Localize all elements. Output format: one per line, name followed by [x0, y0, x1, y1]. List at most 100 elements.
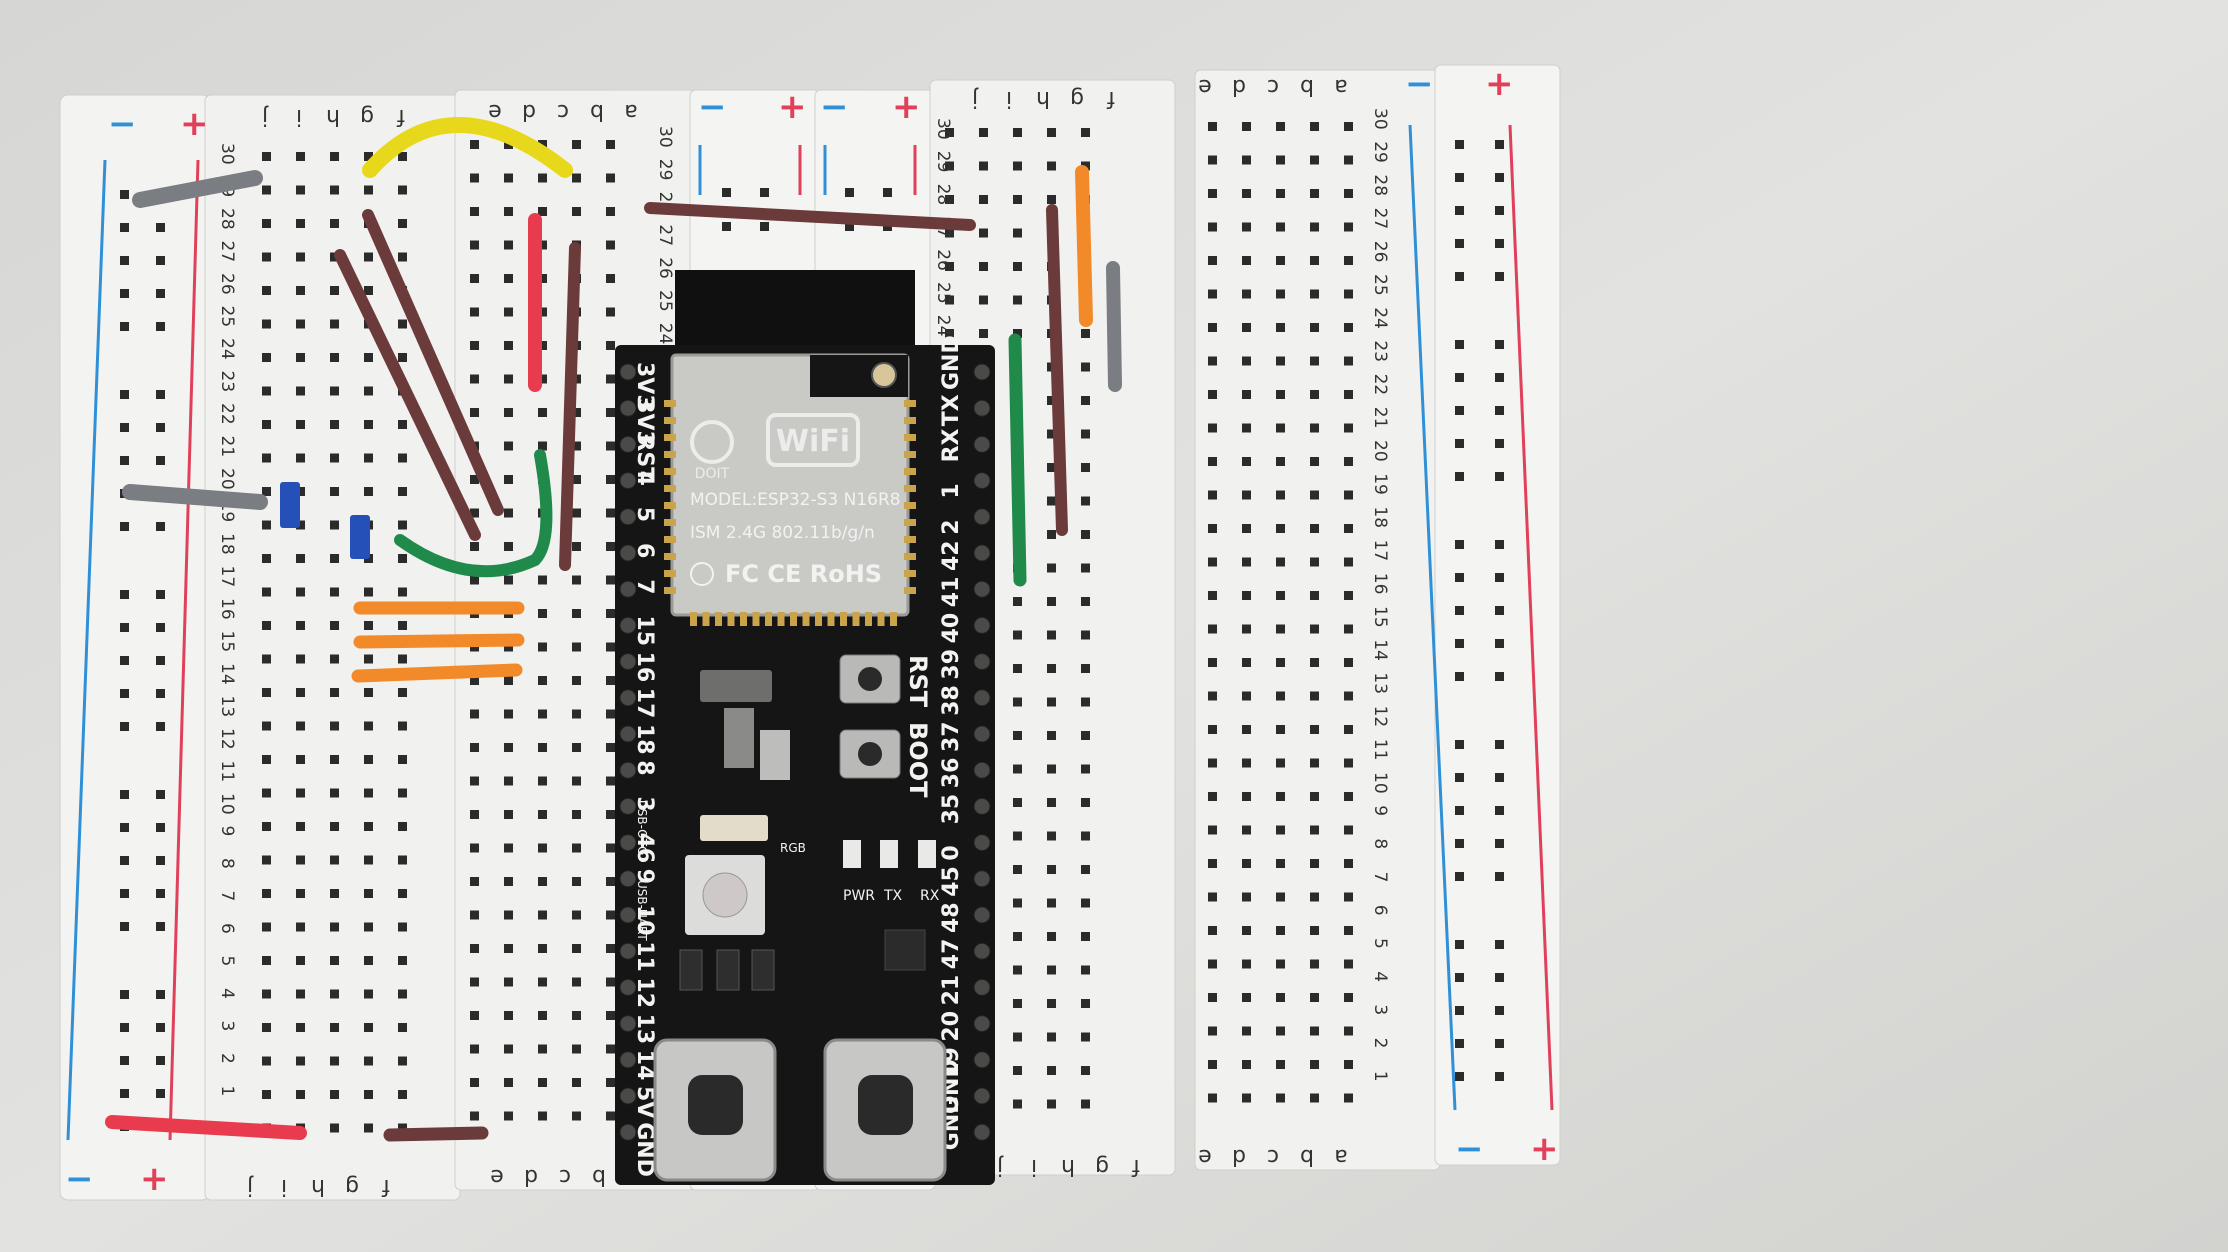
pin-label-left: 13 — [632, 1014, 657, 1045]
header-pin-right — [973, 978, 991, 996]
boot-button-cap[interactable] — [858, 742, 882, 766]
rail-hole — [1495, 672, 1504, 681]
breadboard-hole — [364, 386, 373, 396]
breadboard-hole — [1081, 664, 1090, 673]
row-number: 26 — [655, 257, 675, 279]
breadboard-hole — [1242, 1026, 1251, 1036]
diode — [751, 949, 775, 991]
breadboard-hole — [1276, 256, 1285, 265]
breadboard-hole — [1208, 725, 1217, 734]
breadboard-hole — [1242, 993, 1251, 1002]
breadboard-hole — [1047, 161, 1056, 171]
breadboard-hole — [398, 621, 407, 630]
breadboard-hole — [504, 877, 513, 886]
row-number: 24 — [217, 338, 237, 360]
breadboard-hole — [1310, 825, 1319, 835]
breadboard-hole — [1242, 423, 1251, 433]
breadboard-hole — [262, 1023, 271, 1032]
castellation-pad — [890, 612, 897, 626]
boot-label: BOOT — [904, 722, 932, 798]
breadboard-hole — [1310, 725, 1319, 734]
pin-label-right: RX — [939, 428, 964, 462]
rail-hole — [1455, 239, 1464, 248]
breadboard-hole — [364, 1056, 373, 1066]
breadboard-hole — [398, 353, 407, 362]
breadboard-hole — [262, 286, 271, 295]
imu-chip — [884, 929, 926, 971]
breadboard-hole — [262, 185, 271, 195]
breadboard-hole — [470, 1111, 479, 1121]
rail-hole — [1495, 806, 1504, 815]
breadboard-hole — [1310, 926, 1319, 935]
castellation-pad — [765, 612, 772, 626]
castellation-pad — [904, 570, 916, 577]
breadboard-hole — [1276, 792, 1285, 801]
blue-pushbutton[interactable] — [280, 482, 300, 528]
breadboard-hole — [1208, 155, 1217, 165]
breadboard-hole — [606, 609, 615, 618]
breadboard-hole — [330, 520, 339, 530]
rail-hole — [845, 222, 854, 231]
row-number: 27 — [1370, 208, 1390, 230]
column-letter: h — [311, 1174, 325, 1199]
column-letter: i — [296, 104, 302, 129]
breadboard-hole — [470, 944, 479, 953]
rail-hole — [156, 790, 165, 799]
breadboard-hole — [330, 1090, 339, 1099]
row-number: 18 — [1370, 506, 1390, 528]
breadboard-hole — [330, 822, 339, 831]
breadboard-hole — [1013, 195, 1022, 204]
breadboard-hole — [1081, 764, 1090, 774]
castellation-pad — [904, 485, 916, 492]
rail-hole — [156, 390, 165, 399]
rail-plus-label: + — [180, 104, 209, 144]
row-number: 10 — [217, 793, 237, 815]
pin-label-left: 18 — [632, 724, 657, 755]
wire-green — [394, 449, 553, 578]
breadboard-hole — [504, 408, 513, 417]
rail-hole — [120, 423, 129, 432]
breadboard-hole — [296, 822, 305, 831]
breadboard-hole — [606, 676, 615, 685]
breadboard-hole — [538, 307, 547, 317]
row-number: 13 — [217, 696, 237, 718]
breadboard-hole — [1081, 798, 1090, 807]
breadboard-hole — [1344, 1026, 1353, 1036]
breadboard-hole — [572, 676, 581, 685]
column-letter: c — [1267, 74, 1279, 99]
blue-pushbutton[interactable] — [350, 515, 370, 559]
header-pin-right — [973, 653, 991, 671]
breadboard-hole — [1047, 898, 1056, 908]
breadboard-hole — [1208, 1060, 1217, 1069]
castellation-pad — [664, 485, 676, 492]
breadboard-hole — [398, 721, 407, 731]
breadboard-hole — [330, 755, 339, 764]
rail-hole — [120, 790, 129, 799]
breadboard-hole — [330, 1056, 339, 1066]
breadboard-hole — [572, 609, 581, 618]
breadboard-hole — [504, 743, 513, 752]
breadboard-hole — [1310, 356, 1319, 366]
breadboard-hole — [262, 587, 271, 597]
rail-hole — [1455, 1006, 1464, 1015]
breadboard-hole — [364, 1090, 373, 1099]
breadboard-hole — [364, 185, 373, 195]
breadboard-hole — [538, 173, 547, 183]
breadboard-hole — [1013, 1099, 1022, 1109]
breadboard-hole — [504, 642, 513, 652]
breadboard-hole — [470, 408, 479, 417]
breadboard-hole — [330, 487, 339, 496]
breadboard-hole — [979, 195, 988, 204]
header-pin-right — [973, 1051, 991, 1069]
breadboard-hole — [1276, 1060, 1285, 1069]
breadboard-hole — [1081, 496, 1090, 506]
rail-hole — [1495, 1072, 1504, 1081]
breadboard-hole — [1276, 959, 1285, 969]
breadboard-hole — [606, 140, 615, 149]
rst-button-cap[interactable] — [858, 667, 882, 691]
breadboard-hole — [1242, 256, 1251, 265]
castellation-pad — [664, 536, 676, 543]
breadboard-hole — [1208, 993, 1217, 1002]
row-number: 14 — [1370, 639, 1390, 661]
row-number: 25 — [655, 290, 675, 312]
